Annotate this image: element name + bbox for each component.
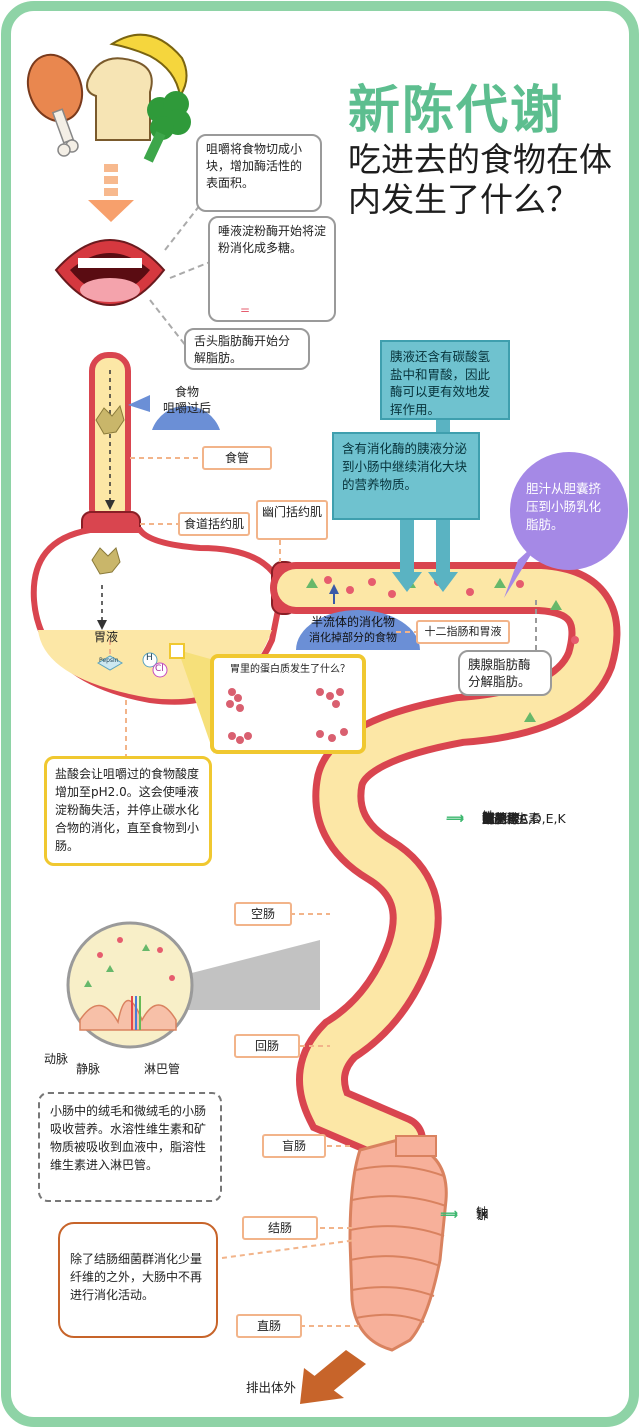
lipase-note: 胰腺脂肪酶分解脂肪。 — [458, 650, 552, 696]
ileum-tag: 回肠 — [234, 1034, 300, 1058]
nutrient-label: 钾 — [476, 1207, 489, 1222]
saliva-text: 唾液淀粉酶开始将淀粉消化成多糖。 — [218, 224, 327, 255]
nutrient-label: 锌 — [482, 811, 495, 826]
duodenum-tag: 十二指肠和胃液 — [416, 620, 510, 644]
nutrient-label: 维生素C — [482, 811, 529, 826]
nutrient-item: ⟶ 维生素A,D,E,K — [446, 808, 566, 830]
green-arrow-icon: ⟶ — [446, 809, 464, 824]
chew-note: 咀嚼将食物切成小块，增加酶活性的表面积。 — [196, 134, 322, 212]
nutrient-label: 钙 — [482, 811, 495, 826]
enzyme-note: 含有消化酶的胰液分泌到小肠中继续消化大块的营养物质。 — [332, 432, 480, 520]
chyme-bubble — [296, 610, 420, 650]
nutrient-label: 钠 — [476, 1205, 489, 1220]
nutrient-item: ⟶水 — [440, 1204, 489, 1226]
food-label: 食物 — [174, 385, 199, 399]
connector — [164, 204, 201, 251]
colon-note: 除了结肠细菌群消化少量纤维的之外，大肠中不再进行消化活动。 — [58, 1222, 218, 1338]
esophagus — [89, 352, 131, 528]
green-arrow-icon: ⟶ — [446, 811, 464, 826]
nutrient-item: ⟶铁 — [446, 806, 495, 828]
green-arrow-icon: ⟶ — [440, 1207, 458, 1222]
excrete-label: 排出体外 — [246, 1380, 297, 1395]
gastric-juice-label: 胃液 — [94, 630, 119, 644]
page-subtitle: 吃进去的食物在体内发生了什么？ — [348, 140, 612, 219]
green-arrow-icon: ⟶ — [446, 811, 464, 826]
protein-diagram — [226, 688, 348, 744]
pepsin-icon — [97, 655, 123, 671]
nutrient-item: ⟶镁 — [446, 808, 495, 830]
colon-tag: 结肠 — [242, 1216, 318, 1240]
mouth-icon — [54, 239, 166, 306]
food-icon — [26, 33, 191, 163]
protein-box-pointer — [178, 650, 214, 754]
pylorus-tag: 幽门括约肌 — [256, 500, 328, 540]
cl-icon — [152, 662, 168, 678]
cecum-tag: 盲肠 — [262, 1134, 326, 1158]
nutrient-item: ⟶钾 — [440, 1204, 489, 1226]
nutrient-item: ⟶ B族维生素 — [446, 808, 541, 830]
bicarb-note: 胰液还含有碳酸氢盐中和胃酸，因此酶可以更有效地发挥作用。 — [380, 340, 510, 420]
tongue-note: 舌头脂肪酶开始分解脂肪。 — [184, 328, 310, 370]
jejunum-tag: 空肠 — [234, 902, 292, 926]
food-bubble-text: 食物 咀嚼过后 — [152, 384, 222, 416]
pepsin-label: Pepsin — [99, 657, 119, 664]
lymph-label: 淋巴管 — [144, 1062, 181, 1076]
food-sub-label: 咀嚼过后 — [162, 401, 211, 415]
nutrient-item: ⟶钙 — [446, 808, 495, 830]
chyme-line1: 半流体的消化物 — [310, 615, 395, 629]
nutrient-label: 脂肪 — [482, 811, 508, 826]
green-arrow-icon: ⟶ — [446, 811, 464, 826]
saliva-equals: = — [240, 303, 251, 317]
green-arrow-icon: ⟶ — [440, 1207, 458, 1222]
saliva-note: 唾液淀粉酶开始将淀粉消化成多糖。 = — [208, 216, 336, 322]
green-arrow-icon: ⟶ — [446, 811, 464, 826]
green-arrow-icon: ⟶ — [446, 811, 464, 826]
nutrient-label: 葡萄糖 — [482, 811, 520, 826]
bile-note: 胆汁从胆囊挤压到小肠乳化脂肪。 — [510, 452, 628, 570]
green-arrow-icon: ⟶ — [446, 811, 464, 826]
down-arrow-icon — [88, 164, 134, 222]
exit-arrow-icon — [312, 1350, 366, 1392]
nutrient-label: 水 — [476, 1207, 489, 1222]
green-arrow-icon: ⟶ — [440, 1205, 458, 1220]
nutrient-label: B族维生素 — [482, 811, 541, 826]
zoom-cone — [180, 940, 320, 1010]
acid-note: 盐酸会让咀嚼过的食物酸度增加至pH2.0。这会使唾液淀粉酶失活，并停止碳水化合物… — [44, 756, 212, 866]
cl-label: Cl — [155, 664, 164, 674]
green-arrow-icon: ⟶ — [446, 811, 464, 826]
nutrient-item: ⟶ 胆固醇 — [446, 808, 520, 830]
green-arrow-icon: ⟶ — [446, 811, 464, 826]
chyme-line2: 消化掉部分的食物 — [309, 631, 397, 644]
artery-label: 动脉 — [44, 1052, 69, 1066]
esophagus-tag: 食管 — [202, 446, 272, 470]
nutrient-label: 铁 — [482, 809, 495, 824]
connector — [169, 261, 211, 279]
vein-label: 静脉 — [76, 1062, 101, 1076]
nutrient-item: ⟶ 氨基酸 — [446, 808, 520, 830]
nutrient-label: 氨基酸 — [482, 811, 520, 826]
nutrient-label: 胆固醇 — [482, 811, 520, 826]
large-intestine — [348, 1135, 448, 1352]
rectum-tag: 直肠 — [236, 1314, 302, 1338]
nutrient-item: ⟶ 葡萄糖 — [446, 808, 520, 830]
protein-box — [210, 654, 366, 754]
green-arrow-icon: ⟶ — [446, 811, 464, 826]
nutrient-item: ⟶ 脂肪 — [446, 808, 507, 830]
protein-question: 胃里的蛋白质发生了什么？ — [230, 664, 350, 675]
chyme-text: 半流体的消化物 消化掉部分的食物 — [288, 614, 418, 646]
les-tag: 食道括约肌 — [178, 512, 250, 536]
nutrient-label: 镁 — [482, 811, 495, 826]
nutrient-item: ⟶钠 — [440, 1202, 489, 1224]
h-icon — [142, 652, 158, 668]
villi-note: 小肠中的绒毛和微绒毛的小肠吸收营养。水溶性维生素和矿物质被吸收到血液中，脂溶性维… — [38, 1092, 222, 1202]
green-arrow-icon: ⟶ — [446, 811, 464, 826]
nutrient-item: ⟶ 维生素C — [446, 808, 528, 830]
page-title: 新陈代谢 — [348, 81, 565, 141]
h-label: H — [146, 653, 153, 663]
nutrient-label: 维生素A,D,E,K — [482, 811, 566, 826]
nutrient-item: ⟶锌 — [446, 808, 495, 830]
